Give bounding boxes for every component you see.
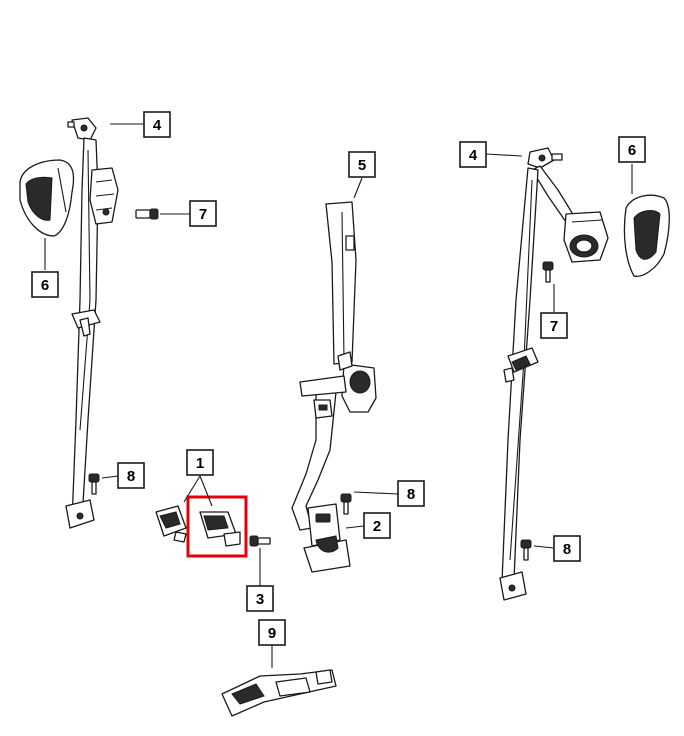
svg-text:7: 7	[199, 206, 207, 223]
right-anchor-bolt[interactable]	[520, 539, 532, 561]
svg-text:6: 6	[628, 142, 636, 159]
svg-text:6: 6	[41, 277, 49, 294]
callout-6-right: 6	[618, 136, 646, 163]
left-retractor-bolt[interactable]	[135, 208, 159, 220]
left-anchor-bolt[interactable]	[88, 473, 100, 495]
callout-4-left: 4	[143, 111, 171, 138]
right-retractor	[563, 211, 609, 263]
right-upper-anchor	[527, 147, 563, 169]
svg-text:4: 4	[469, 147, 478, 164]
center-lower-buckle	[303, 503, 351, 573]
buckle-bolt[interactable]	[249, 535, 271, 547]
left-outboard-belt-assembly[interactable]	[65, 117, 119, 529]
right-retractor-bolt[interactable]	[542, 261, 554, 283]
seat-belt-buckle-pair[interactable]	[155, 505, 241, 547]
svg-text:9: 9	[268, 625, 276, 642]
center-retractor	[299, 351, 377, 413]
right-lower-anchor	[499, 571, 527, 601]
svg-text:2: 2	[373, 518, 381, 535]
callout-6-left: 6	[31, 271, 59, 298]
callout-1: 1	[186, 449, 214, 476]
svg-text:1: 1	[196, 455, 204, 472]
right-belt-tongue	[503, 347, 539, 383]
callout-4-right: 4	[459, 141, 487, 168]
center-belt-assembly[interactable]	[291, 201, 377, 573]
callout-2: 2	[363, 512, 391, 539]
right-trim-cover[interactable]	[623, 194, 670, 277]
callout-8-right: 8	[553, 535, 581, 562]
center-anchor-bolt[interactable]	[340, 493, 352, 515]
callout-5: 5	[348, 151, 376, 178]
buckle-left	[155, 505, 187, 543]
center-belt-tongue	[313, 399, 333, 419]
callout-7-left: 7	[189, 200, 217, 227]
svg-text:3: 3	[256, 591, 264, 608]
svg-text:8: 8	[407, 486, 415, 503]
svg-text:7: 7	[550, 318, 558, 335]
left-guide-loop	[71, 309, 101, 337]
svg-text:5: 5	[358, 157, 366, 174]
callout-8-center: 8	[397, 480, 425, 507]
svg-text:8: 8	[127, 468, 135, 485]
left-lower-anchor	[65, 499, 95, 529]
leader-lines	[44, 123, 633, 668]
left-retractor	[89, 167, 119, 225]
callout-8-left: 8	[117, 462, 145, 489]
callout-9: 9	[258, 619, 286, 646]
highlighted-part-frame	[186, 495, 248, 558]
callout-7-right: 7	[540, 312, 568, 339]
callout-3: 3	[246, 585, 274, 612]
seat-belt-extender[interactable]	[221, 669, 337, 717]
svg-text:4: 4	[153, 117, 162, 134]
left-upper-anchor	[67, 117, 97, 141]
left-trim-cover[interactable]	[19, 159, 75, 237]
right-outboard-belt-assembly[interactable]	[499, 147, 609, 601]
buckle-right	[199, 511, 241, 547]
svg-text:8: 8	[563, 541, 571, 558]
